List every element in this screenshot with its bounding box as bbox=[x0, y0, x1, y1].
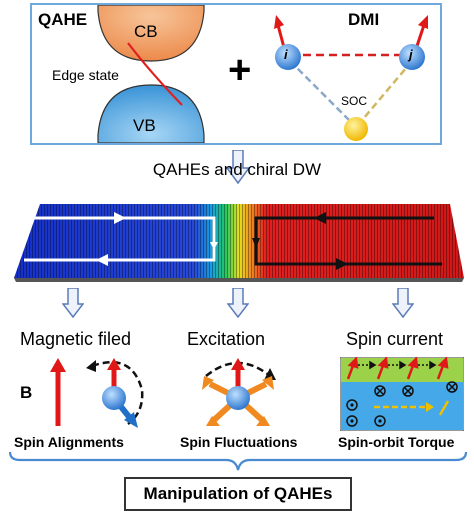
caption-spin-orbit-torque: Spin-orbit Torque bbox=[338, 434, 455, 450]
field-b-label: B bbox=[20, 383, 33, 402]
dmi-label: DMI bbox=[348, 10, 380, 29]
result-label: Manipulation of QAHEs bbox=[143, 484, 333, 503]
spin-i bbox=[275, 44, 301, 70]
spin-j bbox=[399, 44, 425, 70]
qahe-band-diagram bbox=[97, 5, 205, 143]
dmi-diagram bbox=[274, 15, 428, 141]
spin-j-label: j bbox=[409, 47, 413, 62]
edge-state-label: Edge state bbox=[52, 67, 119, 83]
conduction-band bbox=[97, 5, 205, 62]
qahe-label: QAHE bbox=[38, 10, 88, 29]
middle-caption: QAHEs and chiral DW bbox=[152, 160, 322, 179]
mechanism-title-excitation: Excitation bbox=[187, 329, 266, 349]
soc-atom bbox=[344, 117, 368, 141]
edge-state-line bbox=[127, 42, 183, 106]
spin-fluctuation-illustration bbox=[202, 358, 276, 426]
result-box bbox=[124, 477, 352, 511]
down-arrow-right bbox=[392, 288, 414, 318]
spin-alignment-illustration bbox=[50, 358, 144, 428]
plus-sign: + bbox=[228, 48, 252, 92]
down-arrow-top bbox=[226, 150, 250, 184]
soc-label: SOC bbox=[341, 94, 368, 108]
down-arrow-left bbox=[62, 288, 84, 318]
mechanism-title-magnetic: Magnetic filed bbox=[20, 329, 132, 349]
grouping-brace bbox=[8, 451, 468, 471]
mechanism-title-spin-current: Spin current bbox=[346, 329, 444, 349]
top-panel-frame bbox=[30, 3, 442, 145]
caption-spin-fluctuations: Spin Fluctuations bbox=[180, 434, 298, 450]
spin-orbit-torque-illustration bbox=[340, 357, 464, 431]
down-arrow-middle bbox=[227, 288, 249, 318]
cb-label: CB bbox=[134, 22, 158, 41]
caption-spin-alignments: Spin Alignments bbox=[14, 434, 124, 450]
chiral-domain-wall bbox=[14, 204, 464, 282]
spin-i-label: i bbox=[284, 47, 288, 62]
vb-label: VB bbox=[133, 116, 156, 135]
